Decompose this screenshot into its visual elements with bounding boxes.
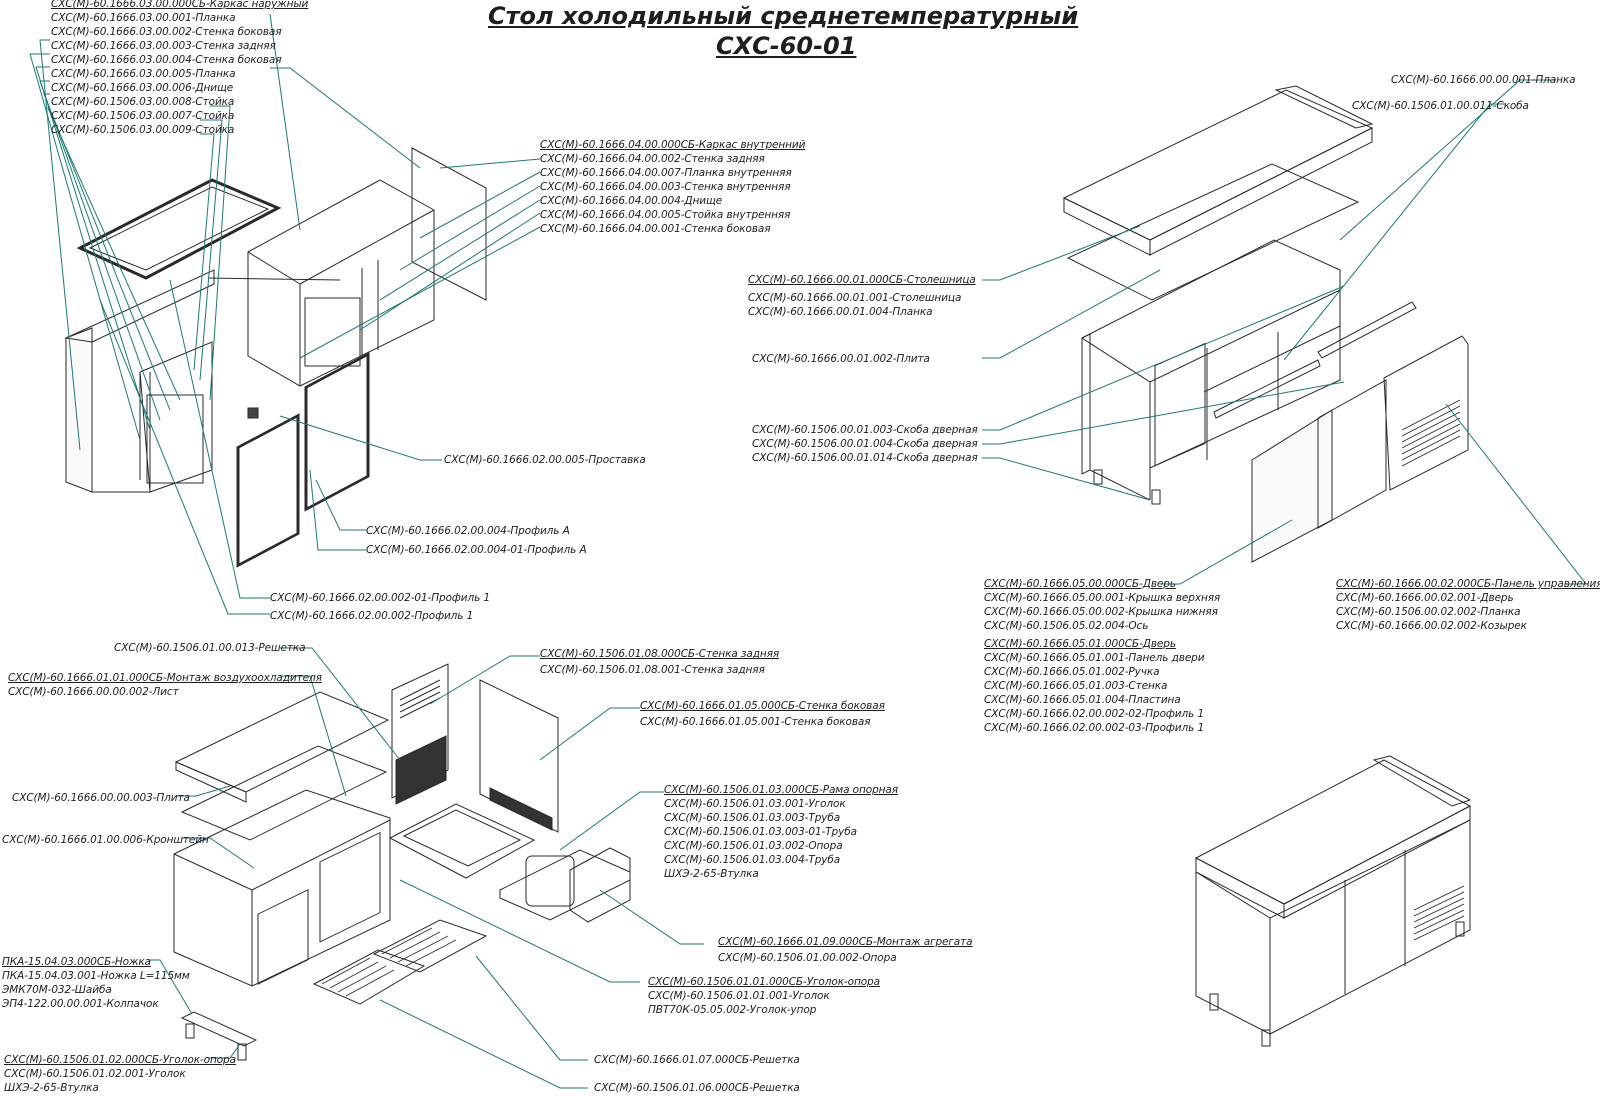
label-door-bracket: СХС(М)-60.1506.00.01.003-Скоба дверная <box>752 424 978 436</box>
tabletop-drawing <box>1062 85 1469 563</box>
label-door-item: СХС(М)-60.1666.05.00.002-Крышка нижняя <box>984 606 1218 618</box>
label-top-plank: СХС(М)-60.1666.00.00.001-Планка <box>1391 74 1576 86</box>
leader-lines <box>29 13 1588 1089</box>
label-inner-frame-item: СХС(М)-60.1666.04.00.002-Стенка задняя <box>540 153 765 165</box>
label-bracket-006: СХС(М)-60.1666.01.00.006-Кронштейн <box>2 834 209 846</box>
label-corner-support-01-header: СХС(М)-60.1506.01.01.000СБ-Уголок-опора <box>648 976 880 988</box>
label-outer-frame-item: СХС(М)-60.1666.03.00.002-Стенка боковая <box>51 26 282 38</box>
label-outer-frame-item: СХС(М)-60.1506.03.00.008-Стойка <box>51 96 235 108</box>
label-door-sub-item: СХС(М)-60.1666.02.00.002-03-Профиль 1 <box>984 722 1205 734</box>
label-side-wall-item: СХС(М)-60.1666.01.05.001-Стенка боковая <box>640 716 871 728</box>
label-door-sub-header: СХС(М)-60.1666.05.01.000СБ-Дверь <box>984 638 1176 650</box>
label-control-panel-item: СХС(М)-60.1666.00.02.002-Козырек <box>1336 620 1527 632</box>
label-corner-support-02-item: ШХЭ-2-65-Втулка <box>4 1082 99 1094</box>
drawing-model-code: СХС-60-01 <box>716 32 857 60</box>
label-door-sub-item: СХС(М)-60.1666.05.01.001-Панель двери <box>984 652 1205 664</box>
label-leg-header: ПКА-15.04.03.000СБ-Ножка <box>2 956 151 968</box>
label-door-sub-item: СХС(М)-60.1666.05.01.004-Пластина <box>984 694 1181 706</box>
label-outer-frame-item: СХС(М)-60.1506.03.00.007-Стойка <box>51 110 235 122</box>
label-door-item: СХС(М)-60.1666.05.00.001-Крышка верхняя <box>984 592 1221 604</box>
label-corner-support-02-item: СХС(М)-60.1506.01.02.001-Уголок <box>4 1068 186 1080</box>
label-tabletop-item: СХС(М)-60.1666.00.01.001-Столешница <box>748 292 962 304</box>
label-outer-frame-item: СХС(М)-60.1666.03.00.004-Стенка боковая <box>51 54 282 66</box>
label-support-frame-item: СХС(М)-60.1506.01.03.001-Уголок <box>664 798 846 810</box>
label-profile-a: СХС(М)-60.1666.02.00.004-Профиль А <box>366 525 570 537</box>
label-door-sub-item: СХС(М)-60.1666.05.01.003-Стенка <box>984 680 1168 692</box>
label-side-wall-header: СХС(М)-60.1666.01.05.000СБ-Стенка бокова… <box>640 700 885 712</box>
label-support-frame-item: СХС(М)-60.1506.01.03.002-Опора <box>664 840 843 852</box>
label-outer-frame-item: СХС(М)-60.1506.03.00.009-Стойка <box>51 124 235 136</box>
label-plate-002: СХС(М)-60.1666.00.01.002-Плита <box>752 353 930 365</box>
label-support-frame-item: СХС(М)-60.1506.01.03.003-01-Труба <box>664 826 857 838</box>
label-support-frame-item: СХС(М)-60.1506.01.03.003-Труба <box>664 812 841 824</box>
label-control-panel-header: СХС(М)-60.1666.00.02.000СБ-Панель управл… <box>1336 578 1600 590</box>
label-inner-frame-item: СХС(М)-60.1666.04.00.004-Днище <box>540 195 723 207</box>
label-profile-a-01: СХС(М)-60.1666.02.00.004-01-Профиль А <box>366 544 587 556</box>
label-inner-frame-header: СХС(М)-60.1666.04.00.000СБ-Каркас внутре… <box>540 139 806 151</box>
label-grate-06: СХС(М)-60.1506.01.06.000СБ-Решетка <box>594 1082 800 1094</box>
label-leg-item: ЭМК70М-032-Шайба <box>2 984 112 996</box>
label-door-sub-item: СХС(М)-60.1666.02.00.002-02-Профиль 1 <box>984 708 1205 720</box>
label-leg-item: ЭП4-122.00.00.001-Колпачок <box>2 998 159 1010</box>
label-unit-mount-header: СХС(М)-60.1666.01.09.000СБ-Монтаж агрега… <box>718 936 973 948</box>
drawing-title: Стол холодильный среднетемпературный <box>488 2 1079 30</box>
outer-frame-drawing <box>64 147 487 568</box>
label-inner-frame-item: СХС(М)-60.1666.04.00.003-Стенка внутренн… <box>540 181 791 193</box>
label-outer-frame-item: СХС(М)-60.1666.03.00.003-Стенка задняя <box>51 40 276 52</box>
assembled-table-drawing <box>1194 755 1472 1047</box>
label-door-header: СХС(М)-60.1666.05.00.000СБ-Дверь <box>984 578 1176 590</box>
label-support-frame-item: СХС(М)-60.1506.01.03.004-Труба <box>664 854 841 866</box>
label-plate-003: СХС(М)-60.1666.00.00.003-Плита <box>12 792 190 804</box>
label-outer-frame-header: СХС(М)-60.1666.03.00.000СБ-Каркас наружн… <box>51 0 309 10</box>
label-outer-frame-item: СХС(М)-60.1666.03.00.001-Планка <box>51 12 236 24</box>
label-door-sub-item: СХС(М)-60.1666.05.01.002-Ручка <box>984 666 1160 678</box>
label-support-frame-header: СХС(М)-60.1506.01.03.000СБ-Рама опорная <box>664 784 898 796</box>
label-corner-support-02-header: СХС(М)-60.1506.01.02.000СБ-Уголок-опора <box>4 1054 236 1066</box>
label-door-bracket: СХС(М)-60.1506.00.01.014-Скоба дверная <box>752 452 978 464</box>
label-spacer: СХС(М)-60.1666.02.00.005-Проставка <box>444 454 646 466</box>
label-bracket-011: СХС(М)-60.1506.01.00.011-Скоба <box>1352 100 1529 112</box>
refrigeration-drawing <box>173 663 631 1061</box>
label-air-cooler-header: СХС(М)-60.1666.01.01.000СБ-Монтаж воздух… <box>8 672 322 684</box>
label-profile-1: СХС(М)-60.1666.02.00.002-Профиль 1 <box>270 610 474 622</box>
label-grille-013: СХС(М)-60.1506.01.00.013-Решетка <box>114 642 306 654</box>
label-unit-mount-item: СХС(М)-60.1506.01.00.002-Опора <box>718 952 897 964</box>
label-back-wall-header: СХС(М)-60.1506.01.08.000СБ-Стенка задняя <box>540 648 780 660</box>
label-tabletop-header: СХС(М)-60.1666.00.01.000СБ-Столешница <box>748 274 976 286</box>
label-leg-item: ПКА-15.04.03.001-Ножка L=115мм <box>2 970 190 982</box>
label-back-wall-item: СХС(М)-60.1506.01.08.001-Стенка задняя <box>540 664 765 676</box>
label-air-cooler-item: СХС(М)-60.1666.00.00.002-Лист <box>8 686 179 698</box>
label-control-panel-item: СХС(М)-60.1666.00.02.001-Дверь <box>1336 592 1514 604</box>
label-inner-frame-item: СХС(М)-60.1666.04.00.001-Стенка боковая <box>540 223 771 235</box>
label-profile-1-01: СХС(М)-60.1666.02.00.002-01-Профиль 1 <box>270 592 491 604</box>
label-outer-frame-item: СХС(М)-60.1666.03.00.006-Днище <box>51 82 234 94</box>
label-door-item: СХС(М)-60.1506.05.02.004-Ось <box>984 620 1149 632</box>
label-control-panel-item: СХС(М)-60.1506.00.02.002-Планка <box>1336 606 1521 618</box>
label-tabletop-item: СХС(М)-60.1666.00.01.004-Планка <box>748 306 933 318</box>
label-inner-frame-item: СХС(М)-60.1666.04.00.007-Планка внутренн… <box>540 167 792 179</box>
label-outer-frame-item: СХС(М)-60.1666.03.00.005-Планка <box>51 68 236 80</box>
label-support-frame-item: ШХЭ-2-65-Втулка <box>664 868 759 880</box>
label-corner-support-01-item: СХС(М)-60.1506.01.01.001-Уголок <box>648 990 830 1002</box>
label-door-bracket: СХС(М)-60.1506.00.01.004-Скоба дверная <box>752 438 978 450</box>
label-corner-support-01-item: ПВТ70К-05.05.002-Уголок-упор <box>648 1004 817 1016</box>
label-grate-07: СХС(М)-60.1666.01.07.000СБ-Решетка <box>594 1054 800 1066</box>
label-inner-frame-item: СХС(М)-60.1666.04.00.005-Стойка внутренн… <box>540 209 791 221</box>
